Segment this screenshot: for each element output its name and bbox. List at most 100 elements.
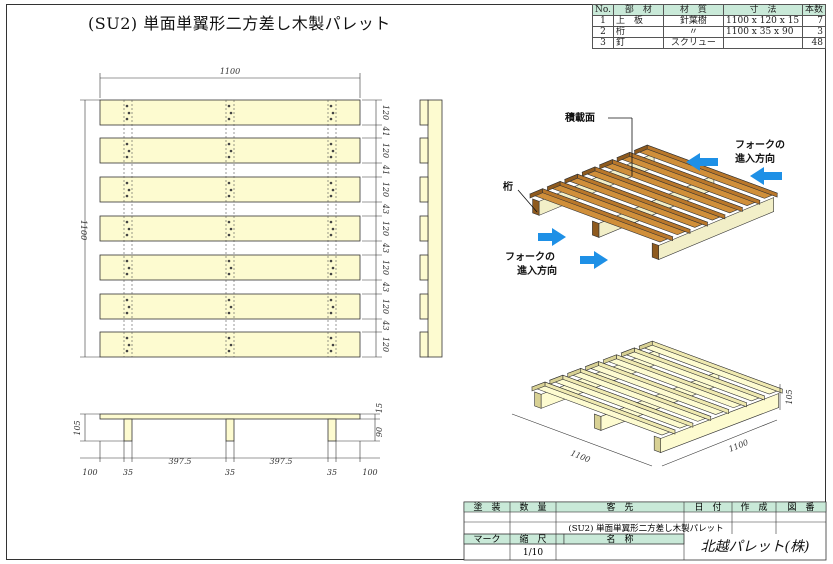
nail-mark [227,233,231,237]
nail-mark [227,349,231,353]
drawing-title: (SU2) 単面単翼形二方差し木製パレット [88,14,391,33]
tb-scale: 縮 尺 [519,533,546,545]
nail-mark [227,298,231,302]
board-gap-dim: 120 [381,299,390,314]
stringer-end-3d [534,391,542,409]
deck-board-end-3d [581,166,596,177]
stringer-foot-right [327,418,337,442]
deck-board-end-3d [616,151,631,163]
stringer-end-3d [594,413,602,431]
nail-mark [331,188,335,192]
nail-mark [227,117,231,121]
board-end [419,215,429,242]
nail-mark [125,259,129,263]
fork-arrow-left-upper [538,228,566,246]
nail-mark [329,336,333,340]
pallet-3d-plain: 1100 1100 105 [511,340,794,467]
tb-client: 客 先 [606,501,633,513]
deck-board-end-3d [547,180,561,192]
nail-mark [125,142,129,146]
nail-mark [227,104,231,108]
nail-mark [127,227,131,231]
nail-mark [329,259,333,263]
nail-mark [127,111,131,115]
tb-scale-value: 1/10 [523,548,543,558]
board-end [419,137,429,164]
deck-board-end-3d [634,144,648,155]
nail-mark [127,305,131,309]
stringer-end-3d [592,220,600,238]
stringer-hidden-outline [327,99,337,358]
nail-mark [229,343,233,347]
stringer-height-label: 90 [375,427,384,437]
deck-board-end-3d [621,347,635,358]
deck-board-end-3d [638,340,653,351]
top-view: 1100 1100 120411204112043120431204312043… [79,67,390,358]
bottom-dim-4: 397.5 [270,457,293,466]
tb-customer-value: (SU2) 単面単翼形二方差し木製パレット [568,523,723,534]
tb-drawing-no: 図 番 [787,501,814,513]
nail-mark [229,266,233,270]
tb-qty: 数 量 [519,501,546,513]
bottom-dim-5: 35 [327,468,337,477]
drawing-frame [6,4,826,560]
nail-mark [329,104,333,108]
bottom-dim-3: 35 [225,468,235,477]
nail-mark [329,349,333,353]
stringer-foot-left [123,418,133,442]
fork-left-label-1: フォークの [505,251,555,263]
tb-paint: 塗 装 [473,501,500,513]
title-block-header-row [463,501,827,513]
nail-mark [227,336,231,340]
nail-mark [229,111,233,115]
width-dim-label: 1100 [220,67,240,76]
parts-table-header: No. 部 材 材 質 寸 法 本数 [592,4,827,16]
board-gap-dim: 120 [381,182,390,197]
title-block: 塗 装 数 量 客 先 日 付 作 成 図 番 (SU2) 単面単翼形二方差し木… [463,501,827,561]
nail-mark [125,298,129,302]
table-row: 3 釘 スクリュー 48 [592,37,827,49]
nail-mark [127,149,131,153]
bottom-dim-0: 100 [82,468,97,477]
fork-top-label-2: 進入方向 [735,152,775,165]
deck-board-end-3d [567,367,582,378]
parts-table: No. 部 材 材 質 寸 法 本数 1 上 板 針葉樹 1100 x 120 … [592,4,827,49]
deck-board-end-3d [599,159,613,170]
stringer-end-3d [653,435,662,453]
nail-mark [329,272,333,276]
board-gap-dim: 120 [381,337,390,352]
deck-board-end-3d [549,374,564,385]
stringer-leader-line [517,189,538,213]
deck-board-end-3d [603,354,617,365]
front-side-view: 105 15 90 100 35 397.5 35 397.5 35 100 [73,403,384,477]
nail-mark [125,220,129,224]
nail-mark [227,155,231,159]
nail-mark [331,343,335,347]
iso-dim-y-line [661,419,778,467]
deck-board-side [99,413,361,420]
deck-board-end-3d [529,188,543,199]
bottom-dim-2: 397.5 [169,457,192,466]
stringer-side [427,99,443,358]
nail-mark [329,155,333,159]
nail-mark [127,266,131,270]
stringer-hidden-outline [225,99,235,358]
height-dim-label: 105 [73,420,82,435]
tb-author: 作 成 [740,501,767,513]
board-gap-dim: 43 [381,319,390,330]
nail-mark [127,188,131,192]
board-end [419,331,429,358]
bottom-dim-1: 35 [123,468,133,477]
nail-mark [227,142,231,146]
nail-mark [329,220,333,224]
nail-mark [125,336,129,340]
iso-dim-x-label: 1100 [569,449,591,465]
nail-mark [329,194,333,198]
deck-thickness-label: 15 [375,403,384,413]
fork-arrow-top-right [750,167,782,185]
nail-mark [329,181,333,185]
pallet-3d-colored: 積載面 桁 フォークの 進入方向 フォークの 進入方向 [503,111,785,277]
fork-left-label-2: 進入方向 [517,264,557,277]
nail-mark [329,142,333,146]
deck-label: 積載面 [564,111,595,124]
